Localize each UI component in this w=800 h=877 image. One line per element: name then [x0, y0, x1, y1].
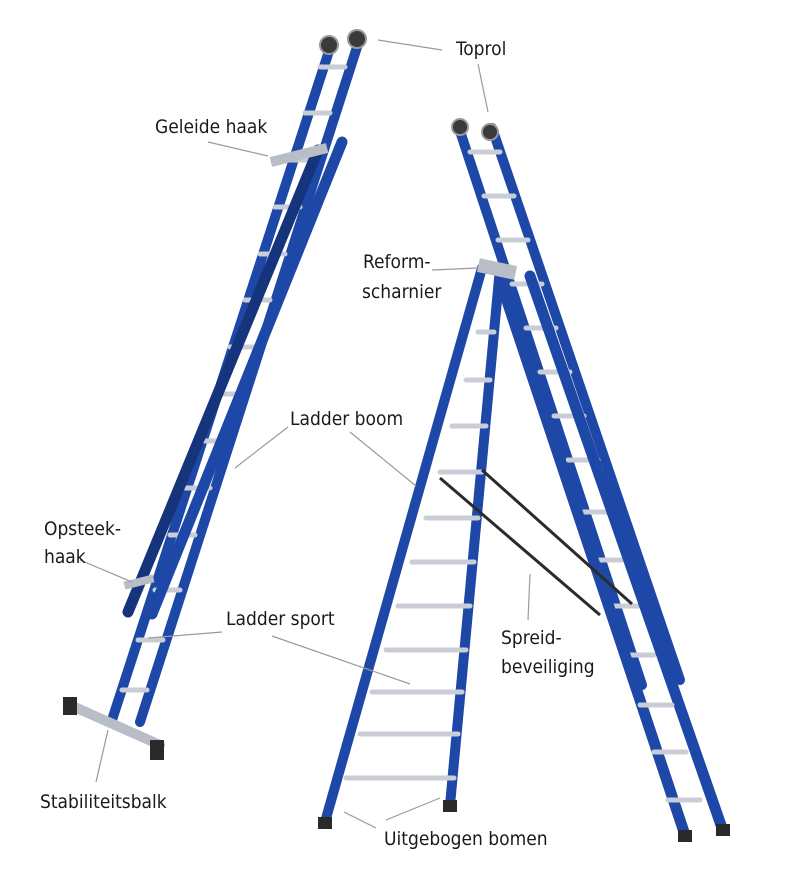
ladder-rail	[487, 123, 685, 685]
guide-hook	[269, 143, 329, 167]
ladder-rail	[122, 144, 324, 618]
ladder-rail	[453, 120, 647, 690]
foot-cap	[443, 800, 457, 812]
foot-cap	[63, 697, 77, 715]
ladder-rail	[320, 263, 487, 827]
a-frame-ladder	[318, 118, 730, 842]
label-ladder-boom: Ladder boom	[290, 408, 403, 430]
rungs	[343, 329, 497, 781]
foot-cap	[678, 830, 692, 842]
labels: Toprol Geleide haak Reform- scharnier La…	[40, 38, 595, 850]
label-spreid-line2: beveiliging	[501, 656, 595, 678]
foot-cap	[318, 817, 332, 829]
reform-hinge	[476, 258, 518, 280]
ladder-rail	[445, 263, 505, 810]
rear-legs	[451, 118, 685, 690]
base-legs	[494, 270, 730, 842]
label-geleide-haak: Geleide haak	[155, 116, 267, 138]
spreader-straps	[439, 468, 633, 617]
top-wheel-icon	[481, 123, 499, 141]
top-wheel-icon	[319, 35, 339, 55]
label-uitgebogen-bomen: Uitgebogen bomen	[384, 828, 548, 850]
extension-ladder	[63, 29, 367, 760]
top-wheel-icon	[347, 29, 367, 49]
label-ladder-sport: Ladder sport	[226, 608, 335, 630]
label-toprol: Toprol	[455, 38, 506, 60]
ladder-rail	[524, 270, 728, 834]
rungs	[467, 149, 657, 658]
rungs	[637, 702, 703, 803]
label-reform-line1: Reform-	[363, 251, 431, 273]
lower-section	[122, 136, 348, 620]
ladder-rail	[494, 274, 691, 841]
label-opsteek-line2: haak	[44, 546, 86, 568]
label-reform-line2: scharnier	[362, 281, 442, 303]
label-spreid-line1: Spreid-	[501, 627, 562, 649]
foot-cap	[716, 824, 730, 836]
label-opsteek-line1: Opsteek-	[44, 518, 121, 540]
callout-lines	[79, 39, 531, 829]
front-legs	[318, 263, 505, 829]
top-wheel-icon	[451, 118, 469, 136]
foot-cap	[150, 740, 164, 760]
stability-bar	[63, 697, 165, 760]
hook	[123, 574, 155, 590]
ladder-rail	[146, 136, 348, 620]
label-stabiliteitsbalk: Stabiliteitsbalk	[40, 791, 167, 813]
